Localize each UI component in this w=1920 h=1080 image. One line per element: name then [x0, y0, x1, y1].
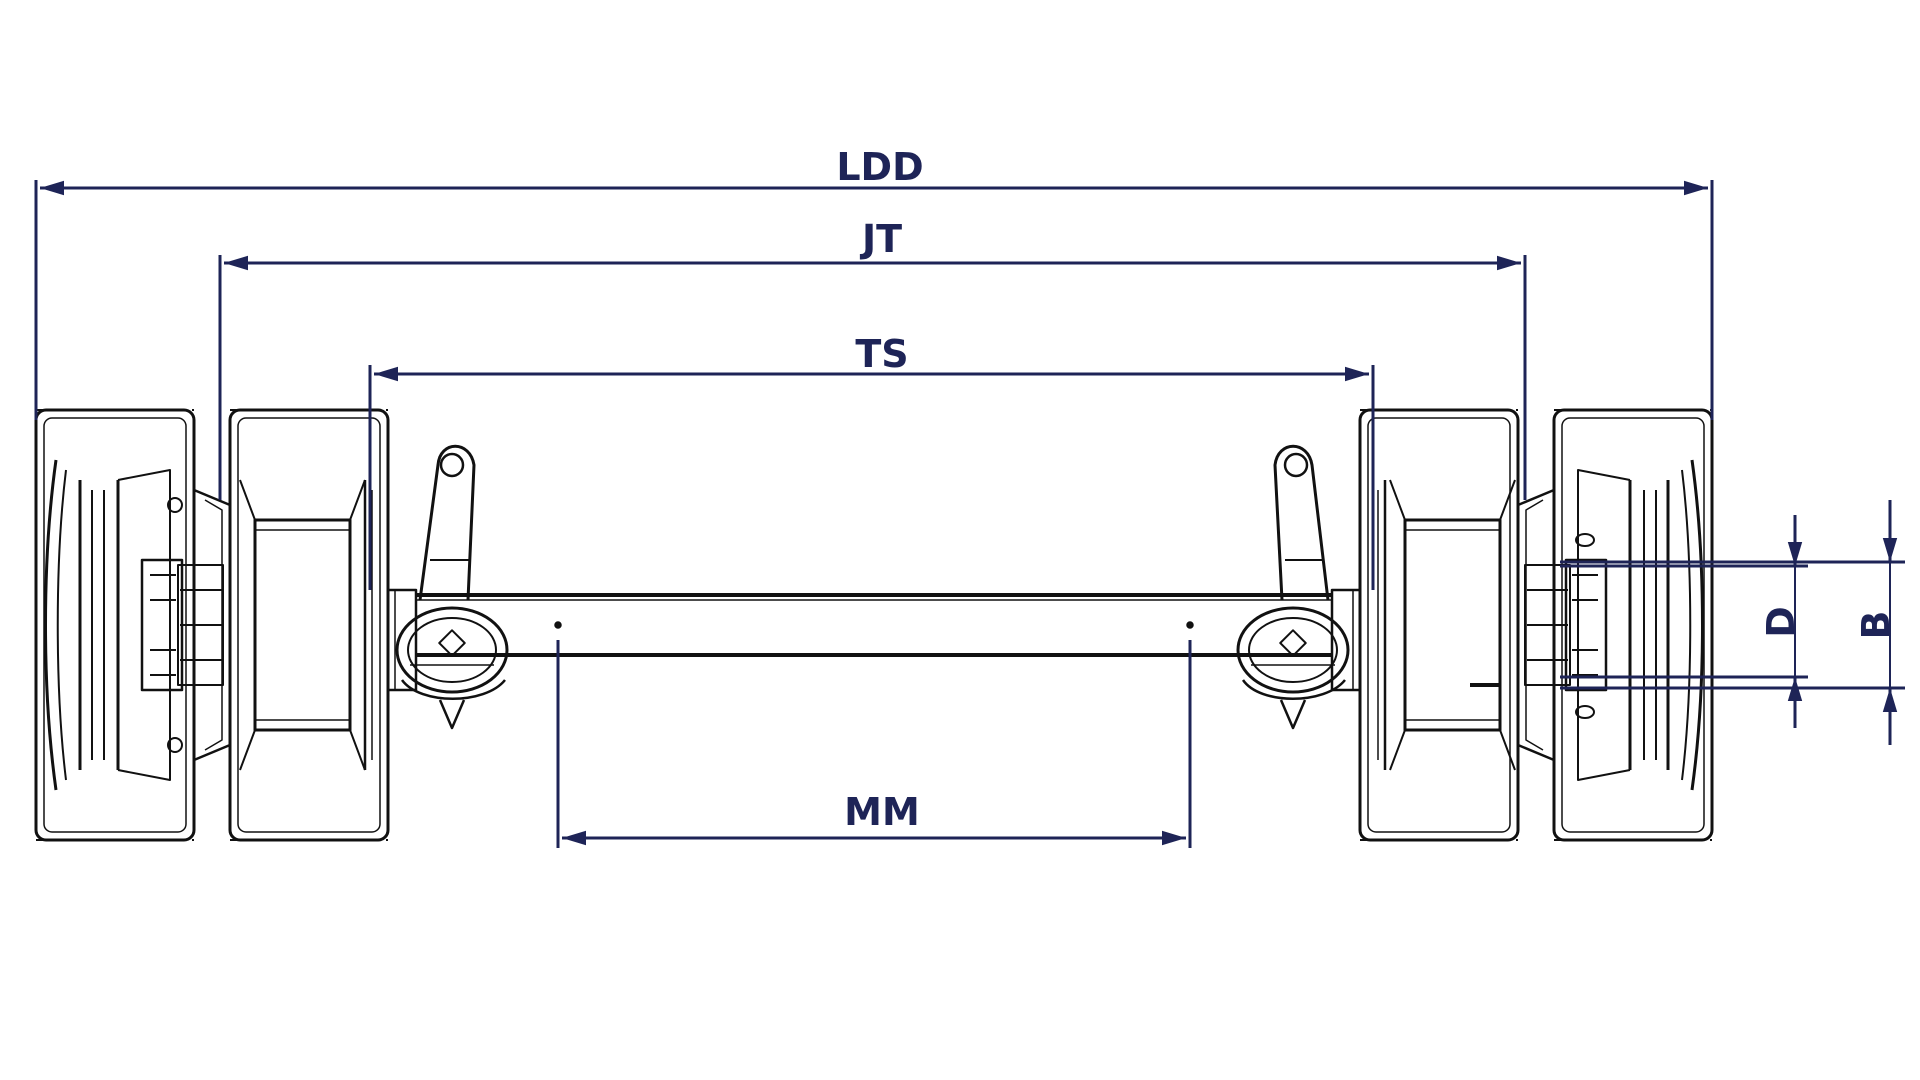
wheel-right-outer [1552, 408, 1714, 842]
wheel-left-outer [34, 408, 196, 842]
brake-assembly-right [1330, 588, 1362, 692]
hub-right [1516, 488, 1571, 762]
wheel-right-inner [1358, 408, 1520, 842]
axle-drawing [34, 408, 1714, 842]
dimension-mm [556, 640, 1192, 848]
label-ts: TS [855, 332, 908, 376]
brake-chamber-right [1236, 606, 1350, 730]
dimension-ldd [34, 180, 1714, 420]
dimension-jt [218, 255, 1527, 500]
label-ldd: LDD [836, 145, 923, 189]
brake-lever-right [1273, 444, 1330, 601]
brake-assembly-left [386, 588, 418, 692]
label-d: D [1759, 606, 1803, 638]
axle-beam [416, 593, 1332, 657]
label-mm: MM [844, 790, 920, 834]
dimension-b [1560, 500, 1905, 745]
dimension-ts [368, 365, 1375, 590]
brake-lever-left [418, 444, 476, 601]
dimension-lines [34, 180, 1905, 848]
wheel-left-inner [228, 408, 390, 842]
spring-seat-markers [554, 621, 1194, 629]
label-b: B [1854, 611, 1898, 640]
dimension-d [1560, 515, 1808, 728]
label-jt: JT [859, 217, 902, 261]
brake-chamber-left [395, 606, 509, 730]
